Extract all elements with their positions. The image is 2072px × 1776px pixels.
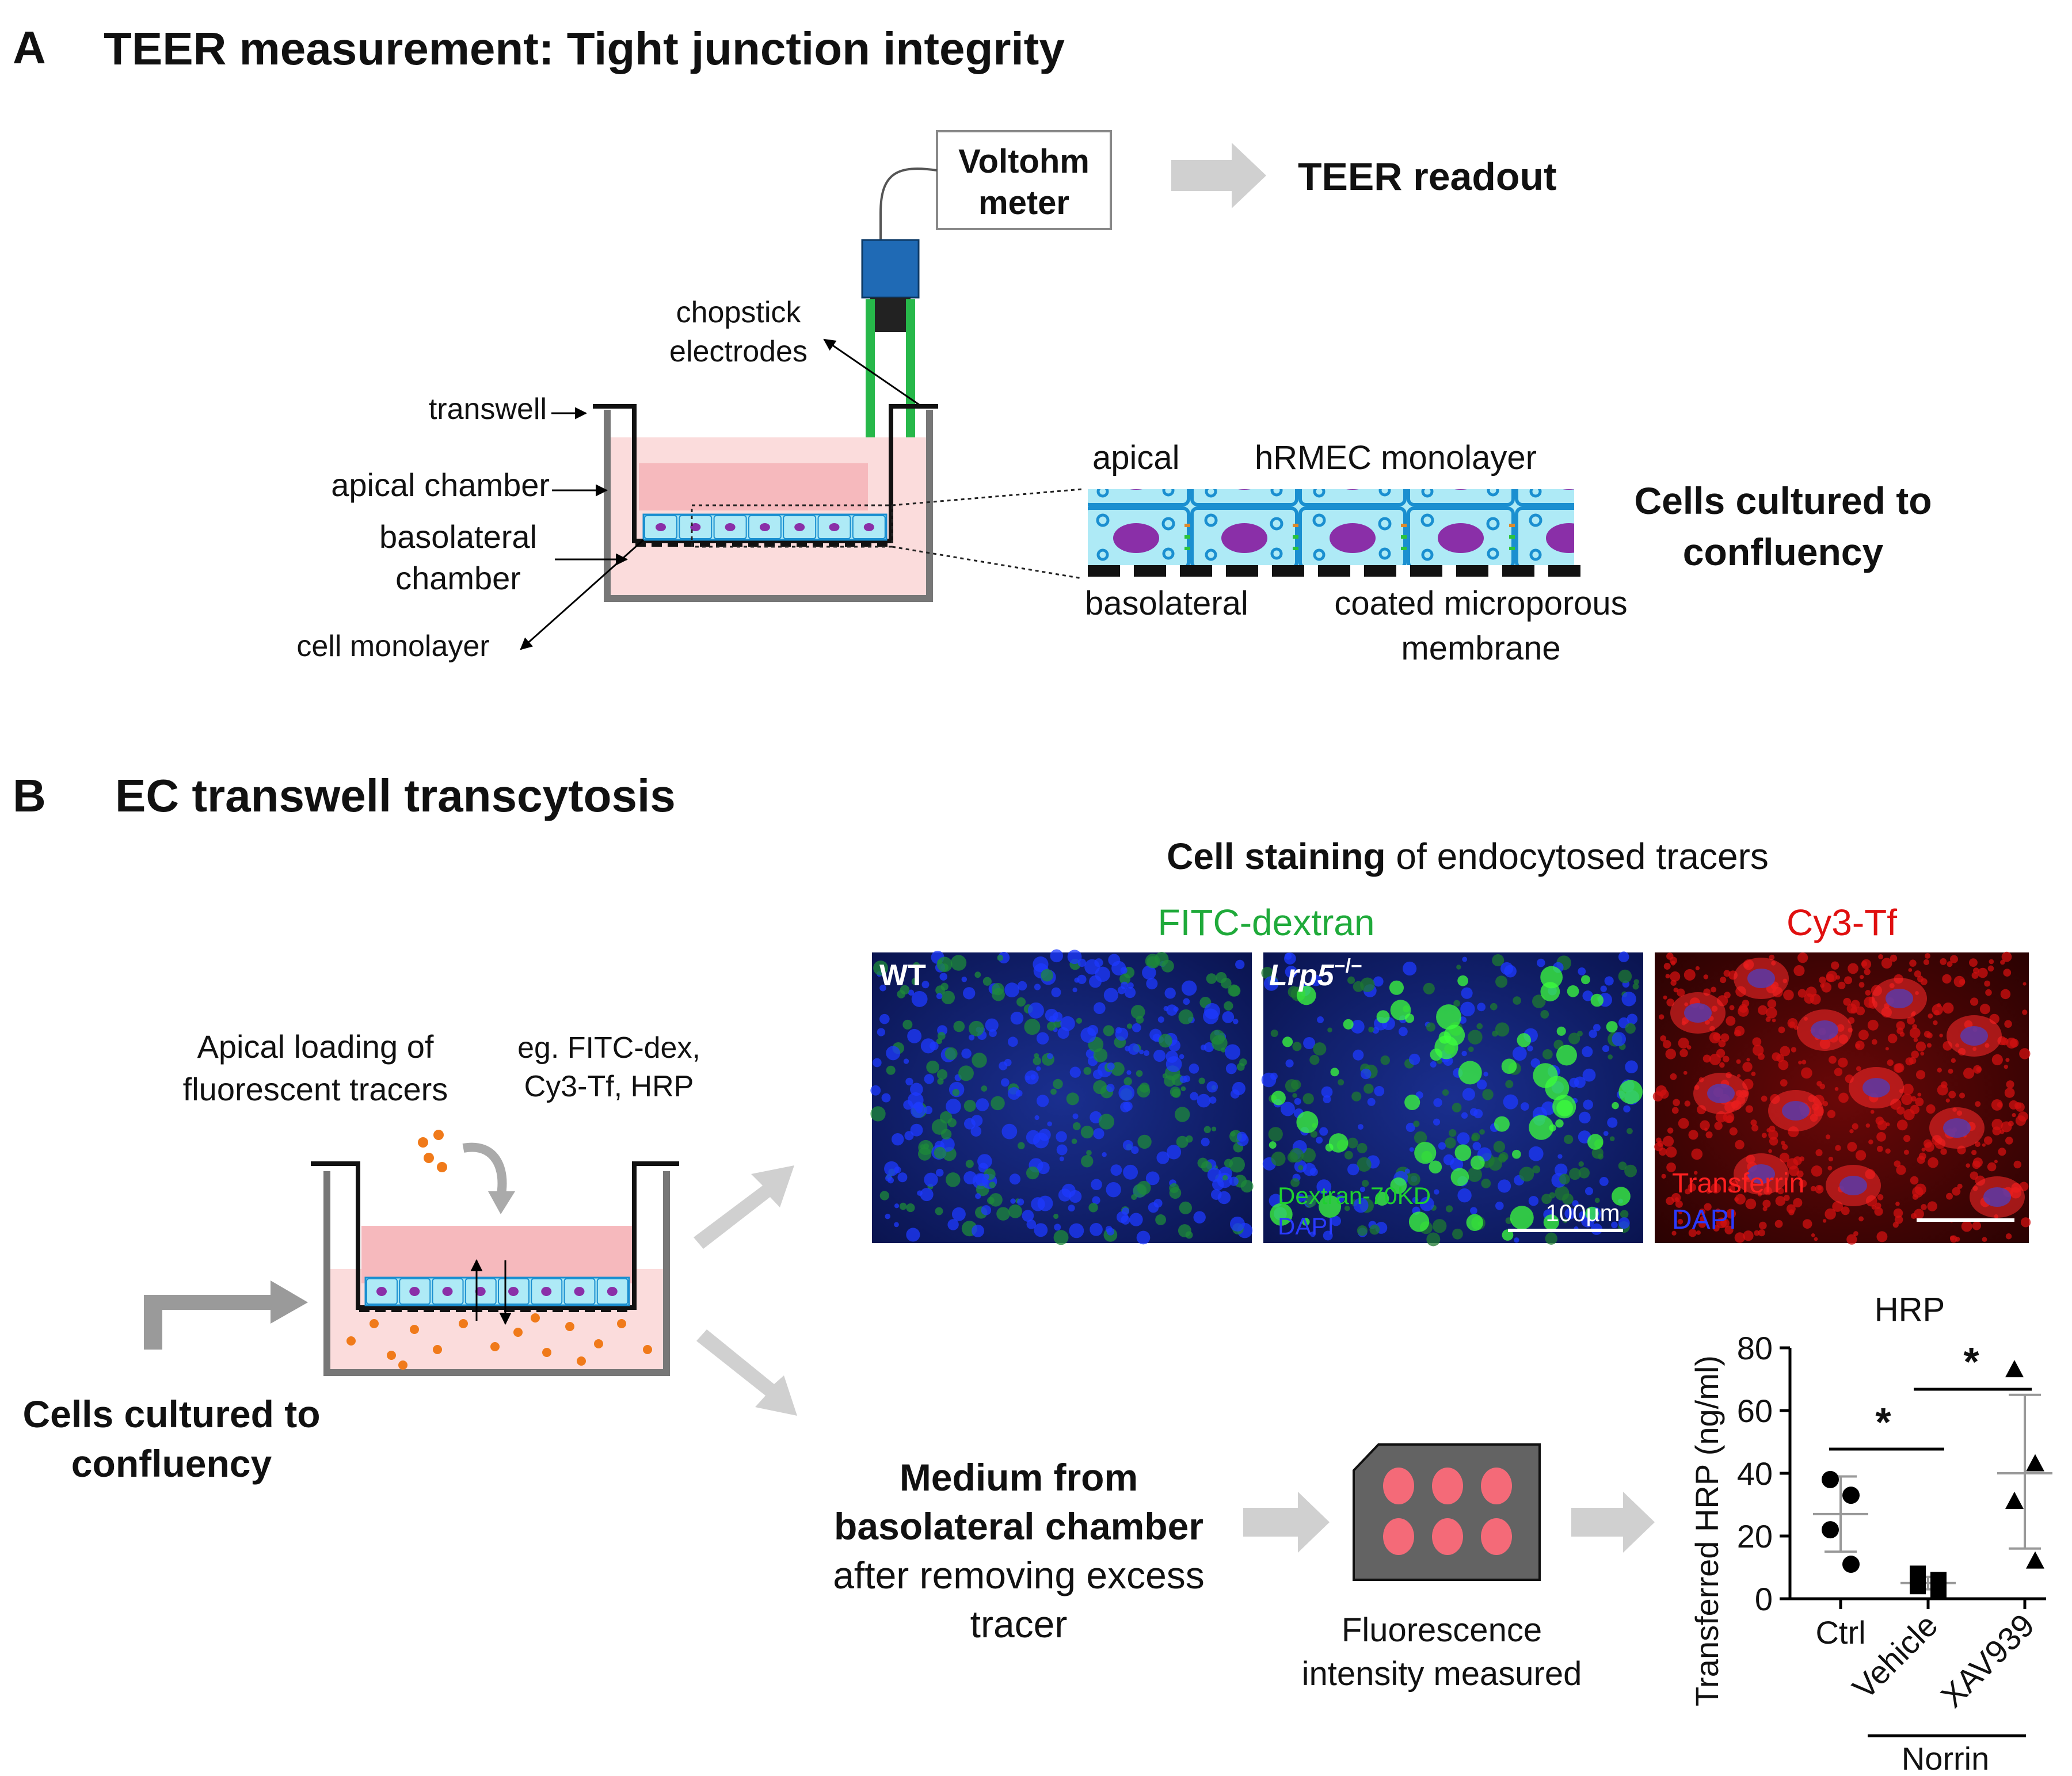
data-point xyxy=(1842,1556,1860,1573)
readout-arrow xyxy=(1171,143,1266,208)
hrp-chart: HRP Transferred HRP (ng/ml) 0 20 40 60 80Ctr… xyxy=(1689,1291,2052,1776)
tracers-line-1: eg. FITC-dex, xyxy=(517,1031,700,1065)
electrode-head xyxy=(861,239,920,299)
transferrin-label: Transferrin xyxy=(1672,1168,1804,1199)
chart-y-axis-label: Transferred HRP (ng/ml) xyxy=(1689,1355,1725,1706)
data-point xyxy=(1930,1581,1947,1598)
zoomed-monolayer xyxy=(1088,489,1574,565)
dapi-label-lrp5: DAPI xyxy=(1278,1213,1334,1240)
chart-title: HRP xyxy=(1875,1291,1945,1328)
cy3-tf-label: Cy3-Tf xyxy=(1787,902,1897,943)
medium-line-4: tracer xyxy=(970,1603,1068,1645)
medium-line-1: Medium from xyxy=(900,1456,1138,1499)
hrmec-label: hRMEC monolayer xyxy=(1255,439,1537,477)
scale-bar-label: 100µm xyxy=(1545,1199,1620,1226)
data-point xyxy=(2005,1360,2024,1378)
plate-well xyxy=(1383,1518,1414,1555)
a-confluency-line-2: confluency xyxy=(1683,531,1884,573)
microporous-membrane xyxy=(1088,565,1580,577)
data-point xyxy=(1822,1470,1839,1488)
data-point xyxy=(2005,1492,2024,1510)
x-tick-label: Ctrl xyxy=(1815,1614,1865,1651)
basolateral-label: basolateral xyxy=(1085,585,1248,622)
electrode-holder xyxy=(870,298,911,332)
arrow-to-plate xyxy=(1243,1492,1330,1553)
y-tick-label: 60 xyxy=(1737,1393,1773,1429)
medium-line-3: after removing excess xyxy=(833,1554,1205,1596)
voltohm-meter-box xyxy=(936,130,1112,230)
data-point xyxy=(1910,1578,1926,1595)
input-arrow xyxy=(144,1280,308,1350)
panel-b: B EC transwell transcytosis Cell stainin… xyxy=(13,770,2052,1776)
loading-curve xyxy=(462,1142,507,1198)
arrow-to-medium xyxy=(696,1329,797,1416)
fitc-dextran-label: FITC-dextran xyxy=(1158,902,1375,943)
electrodes-line-2: electrodes xyxy=(669,335,808,368)
transwell-insert xyxy=(593,404,938,543)
fluor-line-1: Fluorescence xyxy=(1342,1611,1542,1649)
meter-line-2: meter xyxy=(978,184,1069,222)
apical-chamber-label: apical chamber xyxy=(331,467,550,503)
lrp5-label: Lrp5−/− xyxy=(1269,955,1362,992)
b-confluency-line-1: Cells cultured to xyxy=(22,1393,320,1435)
y-tick-label: 40 xyxy=(1737,1455,1773,1492)
medium-line-2: basolateral chamber xyxy=(834,1505,1203,1548)
data-point xyxy=(2026,1551,2044,1569)
data-point xyxy=(1842,1487,1860,1504)
electrodes-line-1: chopstick xyxy=(676,296,802,329)
b-confluency-line-2: confluency xyxy=(71,1442,272,1485)
cell-staining-heading: Cell staining of endocytosed tracers xyxy=(1167,836,1769,877)
arrow-to-chart xyxy=(1571,1492,1655,1553)
a-confluency-line-1: Cells cultured to xyxy=(1634,479,1932,522)
loading-line-1: Apical loading of xyxy=(197,1028,434,1065)
plate-well xyxy=(1383,1468,1414,1504)
meter-cable xyxy=(879,167,938,242)
micrograph-cy3: Transferrin DAPI xyxy=(1652,951,2031,1245)
meter-line-1: Voltohm xyxy=(958,143,1090,180)
fluor-line-2: intensity measured xyxy=(1302,1655,1582,1693)
wt-label: WT xyxy=(879,959,926,992)
y-tick-label: 0 xyxy=(1755,1581,1773,1617)
tracer-dots-bottom xyxy=(346,1313,652,1370)
panel-a: A TEER measurement: Tight junction integ… xyxy=(13,22,1932,667)
x-tick-label: XAV939 xyxy=(1934,1607,2041,1714)
plate-well xyxy=(1432,1468,1463,1504)
panel-a-title: TEER measurement: Tight junction integri… xyxy=(104,23,1065,74)
panel-b-title: EC transwell transcytosis xyxy=(115,770,676,821)
plate-well xyxy=(1481,1468,1512,1504)
significance-star: * xyxy=(1875,1400,1891,1445)
loading-line-2: fluorescent tracers xyxy=(183,1071,448,1107)
data-point xyxy=(2026,1454,2044,1472)
well-plate xyxy=(1353,1443,1541,1581)
outer-well xyxy=(604,410,933,602)
outer-well-b xyxy=(323,1171,670,1376)
y-tick-label: 80 xyxy=(1737,1330,1773,1366)
basolateral-chamber-line-1: basolateral xyxy=(379,519,537,555)
dextran-70kd-label: Dextran-70KD xyxy=(1278,1182,1431,1209)
tracers-line-2: Cy3-Tf, HRP xyxy=(524,1070,694,1103)
dapi-label-cy3: DAPI xyxy=(1672,1205,1736,1235)
membrane-line-2: membrane xyxy=(1401,630,1560,667)
teer-readout: TEER readout xyxy=(1298,155,1557,199)
tracer-dots-top xyxy=(418,1130,447,1172)
plate-well xyxy=(1481,1518,1512,1555)
transwell-label: transwell xyxy=(429,392,547,426)
plate-well xyxy=(1432,1518,1463,1555)
group-label: Norrin xyxy=(1902,1740,1989,1776)
micrograph-wt: WT xyxy=(870,949,1254,1245)
micrograph-lrp5: Lrp5−/− Dextran-70KD DAPI 100µm xyxy=(1261,951,1643,1247)
arrow-to-staining xyxy=(694,1165,794,1249)
panel-a-letter: A xyxy=(13,22,46,73)
significance-star: * xyxy=(1963,1339,1979,1384)
data-point xyxy=(1822,1521,1839,1539)
apical-label: apical xyxy=(1092,439,1180,477)
cell-monolayer-label: cell monolayer xyxy=(296,630,489,663)
basolateral-chamber-line-2: chamber xyxy=(395,560,521,596)
mini-monolayer xyxy=(642,513,888,541)
membrane-line-1: coated microporous xyxy=(1334,585,1627,622)
y-tick-label: 20 xyxy=(1737,1518,1773,1554)
panel-b-letter: B xyxy=(13,770,46,821)
